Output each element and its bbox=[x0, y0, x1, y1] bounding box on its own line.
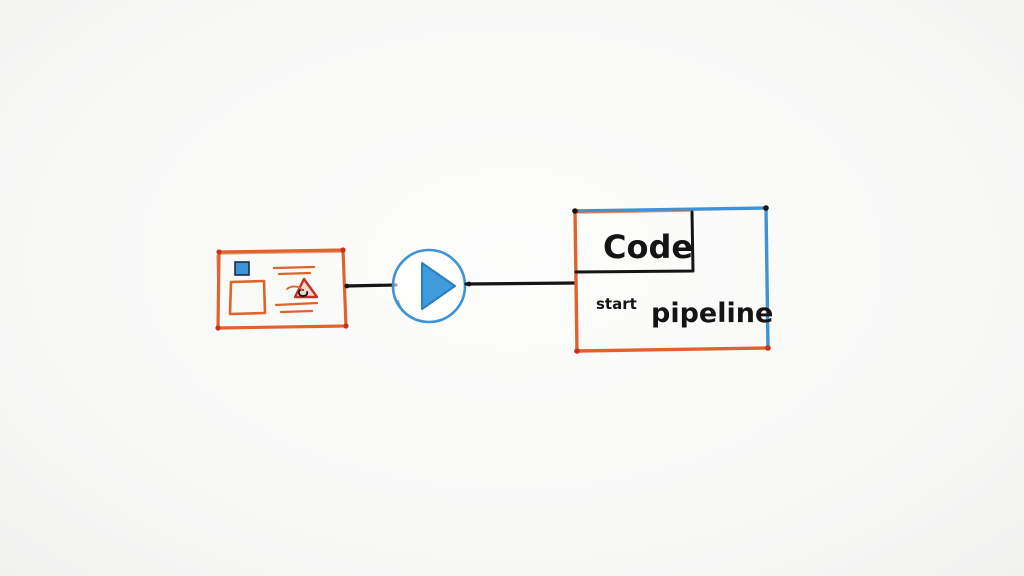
source-panel-frame-overstroke bbox=[216, 251, 346, 327]
start-label: start bbox=[596, 295, 637, 313]
pipeline-box-top-orange-accent bbox=[576, 210, 691, 214]
corner-dot bbox=[572, 208, 578, 214]
corner-dot bbox=[216, 249, 222, 255]
small-blue-square-icon bbox=[234, 261, 250, 276]
pipeline-box: Code start pipeline bbox=[572, 205, 773, 354]
play-button-ring-overstroke bbox=[397, 299, 451, 323]
corner-dot bbox=[215, 325, 221, 331]
pipeline-box-bottom-edge bbox=[575, 346, 770, 353]
corner-dot bbox=[340, 247, 346, 253]
code-label: Code bbox=[603, 228, 693, 266]
corner-dot bbox=[765, 345, 771, 351]
image-placeholder-square-icon bbox=[228, 279, 267, 316]
triangle-logo-inner-icon bbox=[297, 288, 309, 297]
bottom-lines-icon bbox=[274, 301, 319, 314]
play-button-icon[interactable] bbox=[391, 248, 467, 324]
pipeline-box-right-edge bbox=[764, 206, 770, 350]
pipeline-box-top-edge bbox=[573, 206, 768, 213]
top-lines-icon bbox=[272, 265, 316, 276]
play-triangle-icon bbox=[421, 262, 456, 310]
connector-dot bbox=[344, 283, 350, 289]
pipeline-label: pipeline bbox=[651, 298, 773, 329]
connector-line-right bbox=[464, 281, 578, 286]
pipeline-box-left-edge bbox=[573, 209, 579, 353]
corner-dot bbox=[763, 205, 769, 211]
connector-line-left bbox=[344, 283, 398, 288]
swoosh-accent-icon bbox=[286, 285, 303, 291]
source-panel-icon bbox=[215, 247, 349, 331]
connector-dot bbox=[466, 281, 472, 287]
corner-dot bbox=[574, 348, 580, 354]
code-tab-divider bbox=[574, 210, 695, 274]
corner-dot bbox=[343, 323, 349, 329]
